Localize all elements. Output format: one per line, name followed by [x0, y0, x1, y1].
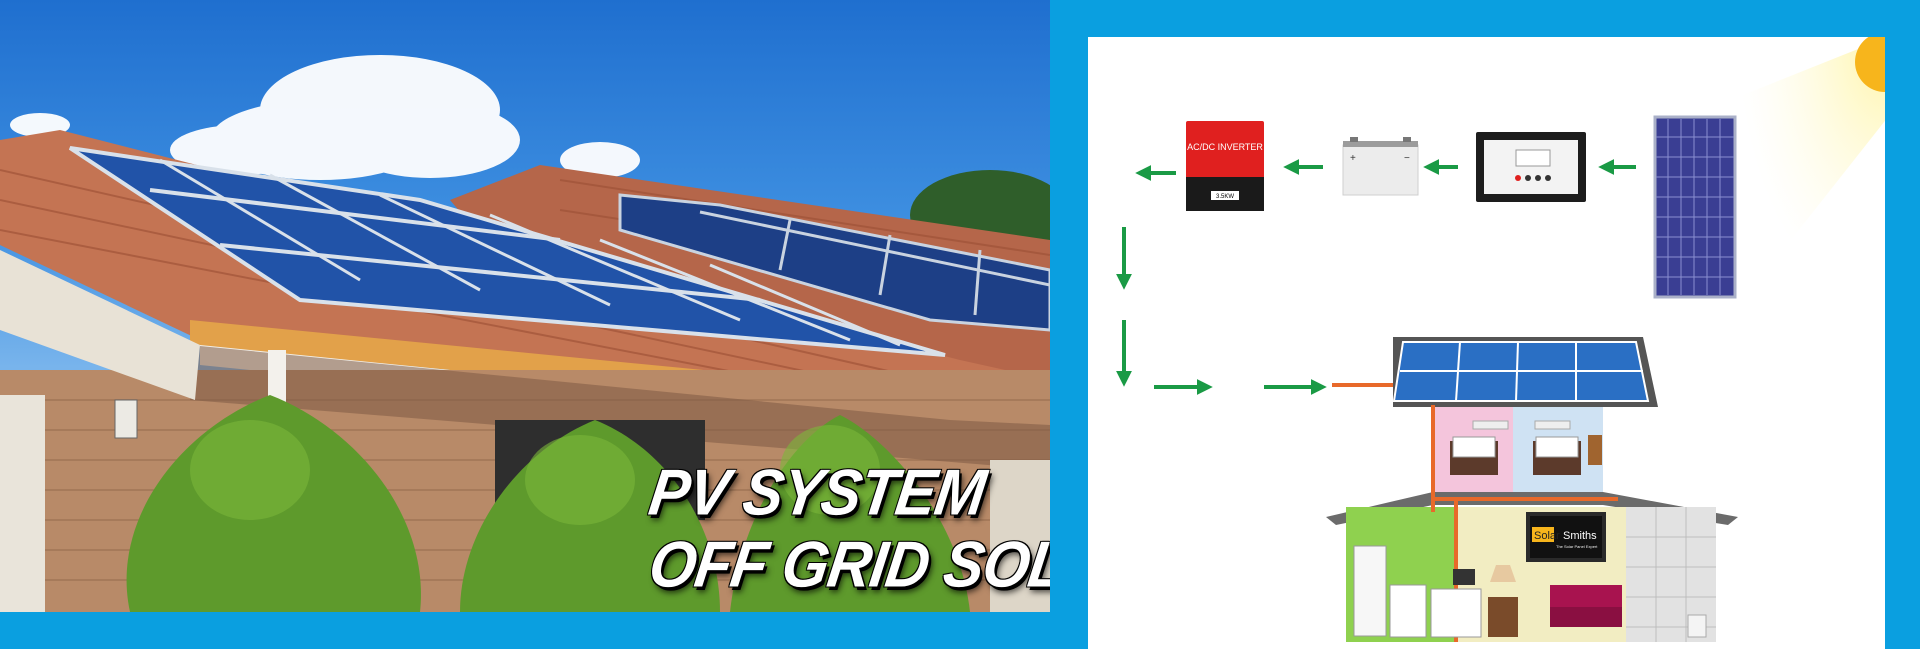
front-solar-array	[68, 146, 946, 357]
clouds	[10, 55, 640, 180]
headline-line-2: OFF GRID SOLAR	[644, 528, 1050, 601]
sun-rays	[1738, 38, 1885, 307]
ac-unit-2	[1534, 420, 1571, 430]
tv-tagline: The Solar Panel Expert	[1556, 544, 1598, 549]
headline-line-1: PV SYSTEM	[644, 456, 990, 529]
toilet	[1687, 614, 1707, 638]
solar-roof-photo: PV SYSTEM OFF GRID SOLAR	[0, 0, 1050, 612]
back-solar-array	[618, 193, 1050, 332]
lower-roof	[1326, 492, 1738, 525]
microwave	[1453, 569, 1475, 585]
house-illustration: Solar Smiths The Solar Panel Expert	[1326, 337, 1738, 642]
battery-plus: +	[1350, 153, 1356, 164]
solar-panel-icon	[1653, 115, 1737, 299]
lamp	[1490, 565, 1516, 582]
inverter-rating: 3.5KW	[1216, 194, 1234, 200]
off-grid-system-diagram: + − AC/DC INVERTER 3.5KW	[1088, 37, 1885, 649]
tv-brand-a: Solar	[1534, 530, 1560, 542]
flow-arrows	[1116, 159, 1636, 395]
side-table	[1488, 597, 1518, 637]
charge-controller-icon	[1476, 132, 1586, 202]
shrub-highlights	[190, 420, 880, 525]
fridge	[1353, 545, 1387, 637]
battery-minus: −	[1404, 153, 1410, 164]
counter	[1430, 588, 1482, 638]
roof-illustration	[0, 55, 1050, 612]
gable	[0, 250, 200, 400]
ac-unit-1	[1472, 420, 1509, 430]
stove	[1389, 584, 1427, 638]
tv-brand-b: Smiths	[1563, 530, 1597, 542]
fence	[990, 460, 1050, 612]
inverter-label: AC/DC INVERTER	[1187, 142, 1263, 152]
battery-icon: + −	[1342, 137, 1419, 196]
dresser	[1588, 435, 1602, 465]
inverter-icon: AC/DC INVERTER 3.5KW	[1186, 121, 1264, 211]
television: Solar Smiths The Solar Panel Expert	[1526, 512, 1606, 562]
sun-icon	[1855, 37, 1885, 92]
garage-door	[0, 395, 45, 612]
wall-lamp	[114, 399, 138, 439]
